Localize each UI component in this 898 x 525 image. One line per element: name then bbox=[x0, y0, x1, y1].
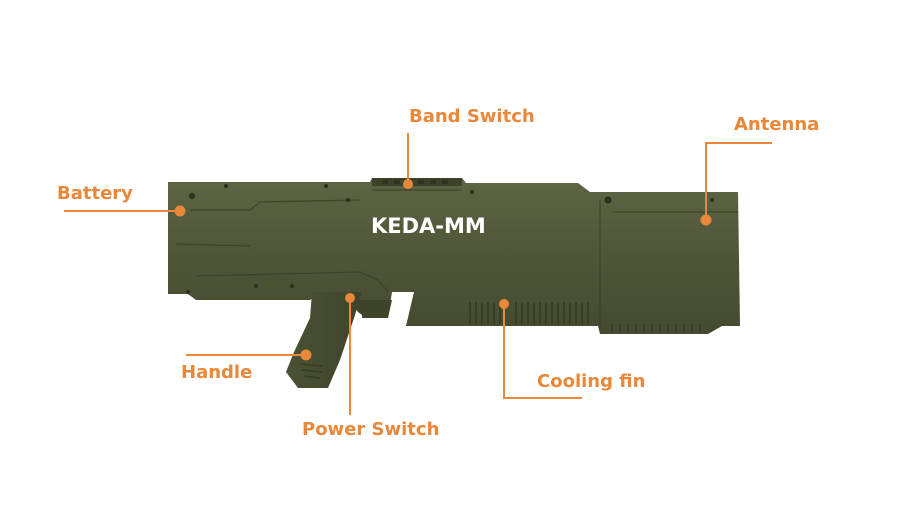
leader-antenna bbox=[705, 142, 772, 220]
callout-lines bbox=[64, 133, 772, 415]
dot-handle bbox=[300, 349, 312, 361]
grip-texture bbox=[299, 363, 323, 379]
callout-dots bbox=[174, 179, 712, 361]
label-battery: Battery bbox=[57, 183, 133, 204]
panel-seams bbox=[175, 189, 738, 326]
leader-cooling-fin bbox=[503, 304, 582, 399]
dot-battery bbox=[174, 205, 186, 217]
dot-band-switch bbox=[403, 179, 413, 189]
bottom-serrations bbox=[611, 324, 701, 332]
dot-power-switch bbox=[345, 293, 355, 303]
label-cooling-fin: Cooling fin bbox=[537, 371, 646, 392]
model-name: KEDA-MM bbox=[371, 214, 486, 238]
top-rail bbox=[372, 178, 462, 186]
label-power-switch: Power Switch bbox=[302, 419, 440, 440]
device-body bbox=[168, 178, 740, 334]
label-handle: Handle bbox=[181, 362, 253, 383]
trigger-guard bbox=[350, 300, 392, 318]
screws bbox=[186, 184, 714, 294]
dot-cooling-fin bbox=[499, 299, 509, 309]
cooling-fins bbox=[469, 302, 589, 324]
label-band-switch: Band Switch bbox=[409, 106, 535, 127]
label-antenna: Antenna bbox=[734, 114, 820, 135]
dot-antenna bbox=[700, 214, 712, 226]
